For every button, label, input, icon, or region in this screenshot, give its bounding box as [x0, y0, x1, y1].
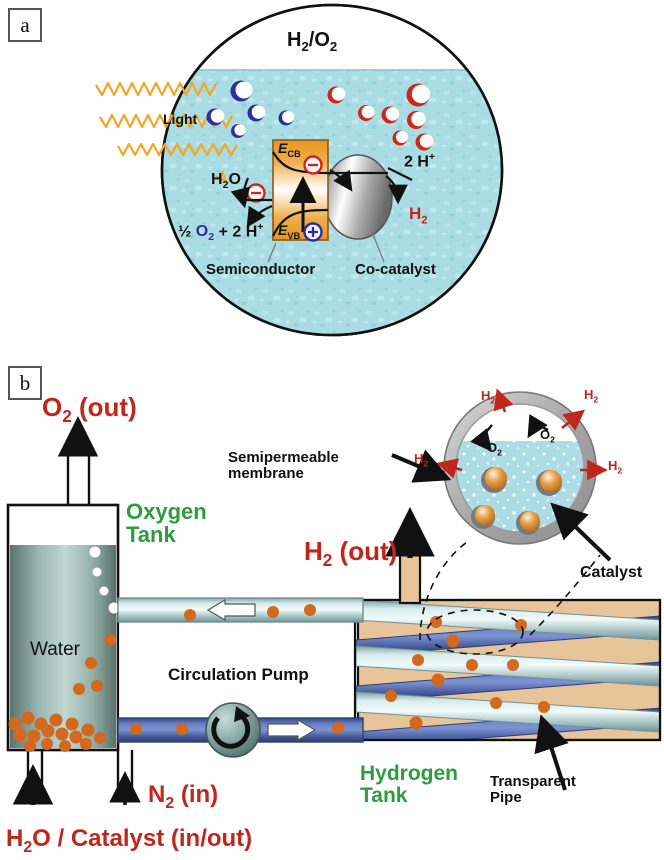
- transparent-pipe-line1: Transparent: [490, 773, 576, 790]
- nitrogen-in-label: N2 (in): [148, 781, 219, 812]
- electron-transfer-symbol: [246, 183, 266, 203]
- proton-label: 2 H+: [404, 151, 436, 171]
- pipe-array: [356, 601, 659, 739]
- inset-callout-arrows: [391, 449, 612, 562]
- hydrogen-tank-label: Hydrogen Tank: [360, 762, 459, 808]
- membrane-inset: [436, 388, 608, 545]
- return-flow-arrow: [206, 598, 256, 622]
- circulation-pump: [205, 702, 261, 758]
- valence-band-label: EVB: [278, 222, 301, 241]
- electron-cb-symbol: [303, 155, 323, 175]
- oxygen-tank: [6, 503, 120, 752]
- pipe-catalyst-particles: [385, 616, 550, 730]
- oxidation-products-label: ½ O2 + 2 H+: [178, 221, 264, 244]
- inset-o2-label-left: O2: [487, 440, 502, 458]
- leader-lines-a: [267, 231, 385, 263]
- hydrogen-bubbles: [327, 83, 434, 151]
- hole-vb-symbol: [303, 222, 323, 242]
- hydrogen-product-label: H2: [409, 204, 428, 227]
- cocatalyst-label: Co-catalyst: [355, 261, 436, 278]
- inset-h2-label-top: H2: [481, 388, 496, 406]
- oxygen-tank-line1: Oxygen: [126, 499, 207, 524]
- semipermeable-line1: Semipermeable: [228, 449, 339, 466]
- co-catalyst-particle: [323, 154, 393, 240]
- water-reactant-label: H2O: [211, 171, 241, 192]
- light-label: Light: [163, 111, 198, 127]
- pump-label: Circulation Pump: [168, 665, 309, 684]
- headspace-label: H2/O2: [287, 29, 338, 54]
- inset-h2-label-right: H2: [608, 458, 623, 476]
- feed-pipe-particles: [130, 722, 344, 735]
- oxygen-bubbles: [206, 80, 294, 138]
- hydrogen-tank-line1: Hydrogen: [360, 762, 459, 785]
- feed-flow-arrow: [267, 718, 317, 742]
- water-label: Water: [30, 639, 80, 660]
- inset-o2-arrows: [470, 414, 549, 452]
- inset-h2-label-left: H2: [414, 451, 429, 469]
- semiconductor-label: Semiconductor: [206, 261, 316, 278]
- panel-label-b: b: [8, 366, 42, 400]
- return-pipe-particles: [184, 604, 316, 621]
- inset-catalyst-particles: [471, 467, 562, 535]
- inset-leader-lines: [419, 539, 601, 655]
- water-catalyst-label: H2O / Catalyst (in/out): [6, 825, 253, 856]
- light-arrow-heads: [215, 170, 229, 185]
- oxygen-tank-label: Oxygen Tank: [126, 500, 207, 546]
- transparent-pipe-line2: Pipe: [490, 788, 522, 806]
- oxygen-outlet-stack: [66, 448, 91, 505]
- oxygen-tank-line2: Tank: [126, 522, 176, 548]
- transparent-pipe-label: Transparent Pipe: [490, 774, 576, 806]
- reaction-arrows-a: [230, 167, 413, 228]
- semipermeable-membrane-label: Semipermeable membrane: [228, 450, 339, 482]
- inset-h2-label-topright: H2: [584, 387, 599, 405]
- tank-oxygen-bubbles: [89, 546, 120, 614]
- oxygen-out-label: O2 (out): [42, 392, 137, 427]
- catalyst-label: Catalyst: [580, 564, 643, 581]
- hydrogen-out-label: H2 (out): [304, 536, 398, 571]
- hydrogen-tank-line2: Tank: [360, 784, 408, 808]
- semipermeable-line2: membrane: [228, 464, 304, 482]
- tank-inlet-stacks: [26, 750, 134, 800]
- band-edges: [272, 151, 388, 237]
- panel-label-a: a: [8, 8, 42, 42]
- transparent-pipe-arrow: [534, 714, 569, 791]
- inset-o2-label-right: O2: [540, 427, 555, 445]
- conduction-band-label: ECB: [278, 140, 301, 159]
- tank-catalyst-particles: [8, 634, 116, 752]
